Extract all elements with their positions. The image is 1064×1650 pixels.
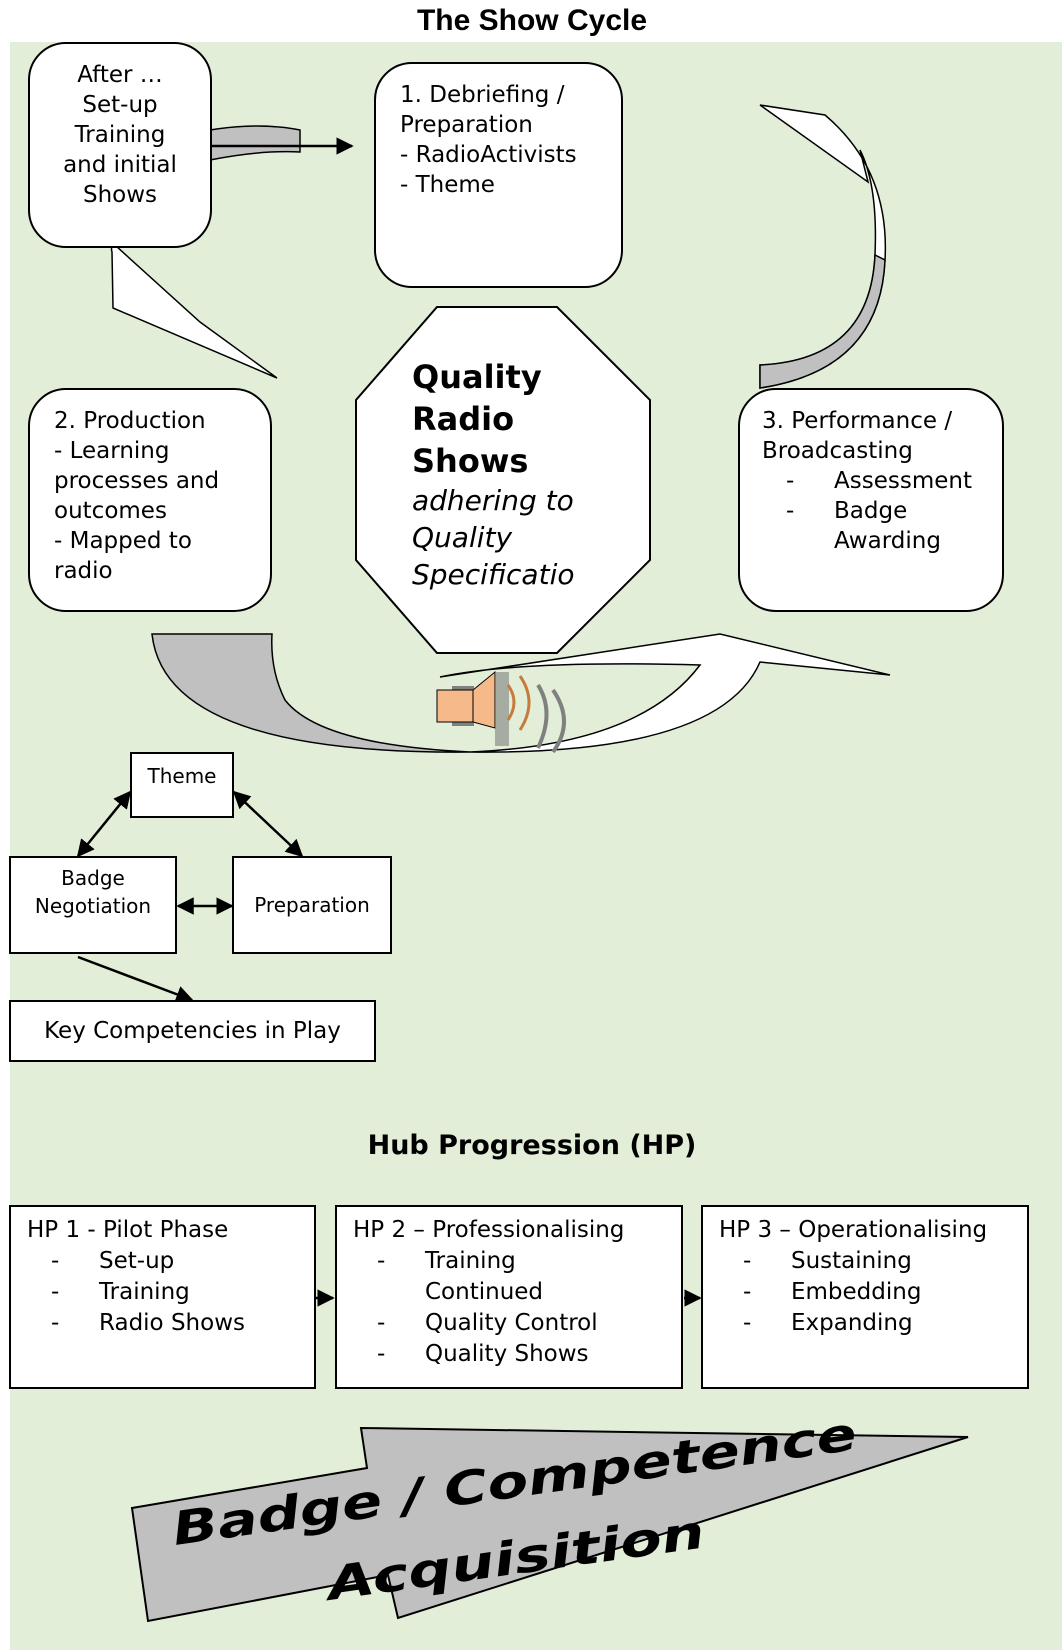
theme-box: Theme <box>130 752 234 818</box>
step2-box: 2. Production - Learning processes and o… <box>28 388 272 612</box>
hp1-box: HP 1 - Pilot Phase -Set-up -Training -Ra… <box>9 1205 316 1389</box>
bottom-curved-arrow-white <box>439 633 891 753</box>
hub-progression-title: Hub Progression (HP) <box>367 1130 697 1161</box>
preparation-box: Preparation <box>232 856 392 954</box>
speaker-icon <box>436 670 566 754</box>
left-curved-arrow <box>110 245 278 379</box>
step3-box: 3. Performance / Broadcasting -Assessmen… <box>738 388 1004 612</box>
bottom-curved-arrow-gray <box>151 633 471 753</box>
page-title: The Show Cycle <box>416 4 648 37</box>
hp2-box: HP 2 – Professionalising -Training Conti… <box>335 1205 683 1389</box>
start-gray-arrow <box>209 125 301 161</box>
start-box: After … Set-up Training and initial Show… <box>28 42 212 248</box>
quality-center-text: Quality Radio Shows adhering to Quality … <box>412 358 575 591</box>
hp3-box: HP 3 – Operationalising -Sustaining -Emb… <box>701 1205 1029 1389</box>
theme-preparation-connector <box>232 790 304 858</box>
step1-box: 1. Debriefing / Preparation - RadioActiv… <box>374 62 623 288</box>
banner-arrow <box>130 1426 969 1623</box>
badge-negotiation-box: Badge Negotiation <box>9 856 177 954</box>
quality-octagon <box>355 306 651 654</box>
right-curved-arrow <box>759 104 887 389</box>
right-curved-arrow-shade <box>759 253 886 389</box>
badge-competencies-connector <box>77 955 194 1003</box>
theme-badge-connector <box>76 790 132 858</box>
key-competencies-box: Key Competencies in Play <box>9 1000 376 1062</box>
